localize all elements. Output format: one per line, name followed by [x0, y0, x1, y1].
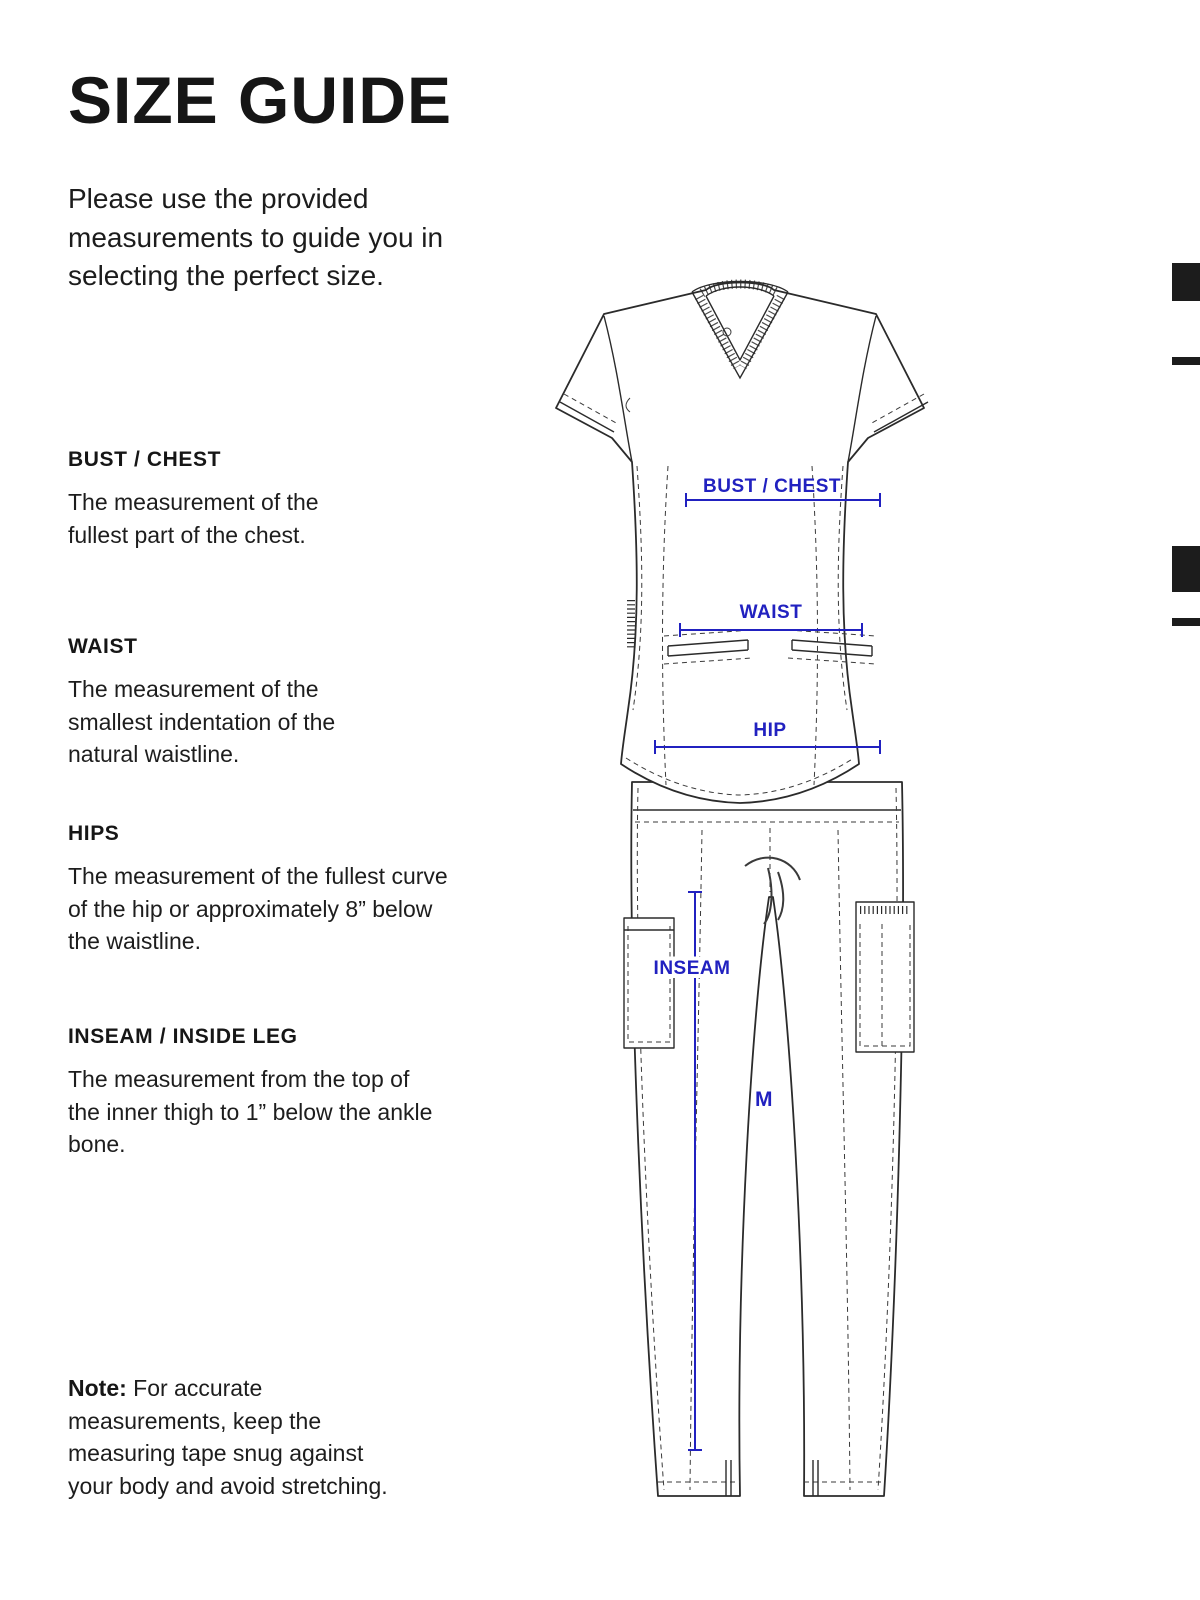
inseam-measure-line: [688, 891, 702, 1451]
size-diagram: BUST / CHEST WAIST HIP INSEAM M: [540, 270, 948, 1520]
cargo-pocket-left: [623, 917, 675, 1049]
measurement-annotations: BUST / CHEST WAIST HIP INSEAM M: [650, 476, 881, 1451]
page-title: SIZE GUIDE: [68, 63, 453, 137]
section-inseam: INSEAM / INSIDE LEG The measurement from…: [68, 1025, 438, 1161]
scrub-pants-drawing: [623, 781, 915, 1497]
note-label: Note:: [68, 1375, 127, 1401]
section-heading: BUST / CHEST: [68, 448, 222, 471]
scrub-top-drawing: [555, 279, 929, 804]
section-body: The measurement of the fullest part of t…: [68, 489, 319, 548]
cargo-pocket-right: [855, 901, 915, 1053]
section-heading: WAIST: [68, 635, 138, 658]
bust-measure-line: [685, 493, 881, 507]
v-neck-collar: [691, 279, 789, 380]
section-hips: HIPS The measurement of the fullest curv…: [68, 822, 468, 958]
section-bust-chest: BUST / CHEST The measurement of the full…: [68, 448, 378, 551]
waist-measure-line: [679, 623, 863, 637]
section-heading: HIPS: [68, 822, 120, 845]
hip-measure-line: [654, 740, 881, 754]
right-edge-mark: [1172, 546, 1200, 592]
section-heading: INSEAM / INSIDE LEG: [68, 1025, 298, 1048]
bust-measure-label: BUST / CHEST: [703, 476, 841, 497]
right-edge-mark: [1172, 618, 1200, 626]
section-body: The measurement from the top of the inne…: [68, 1066, 433, 1158]
right-edge-mark: [1172, 263, 1200, 301]
waist-measure-label: WAIST: [740, 602, 803, 623]
section-body: The measurement of the smallest indentat…: [68, 676, 336, 768]
scrubs-illustration: BUST / CHEST WAIST HIP INSEAM M: [555, 279, 929, 1497]
inseam-measure-label: INSEAM: [654, 958, 731, 979]
note-text: Note: For accurate measurements, keep th…: [68, 1372, 413, 1503]
intro-text: Please use the provided measurements to …: [68, 183, 444, 292]
section-body: The measurement of the fullest curve of …: [68, 863, 448, 955]
note-body: For accurate measurements, keep the meas…: [68, 1375, 388, 1499]
right-edge-mark: [1172, 357, 1200, 365]
section-waist: WAIST The measurement of the smallest in…: [68, 635, 398, 771]
hip-measure-label: HIP: [753, 720, 786, 741]
size-letter-label: M: [755, 1088, 773, 1111]
